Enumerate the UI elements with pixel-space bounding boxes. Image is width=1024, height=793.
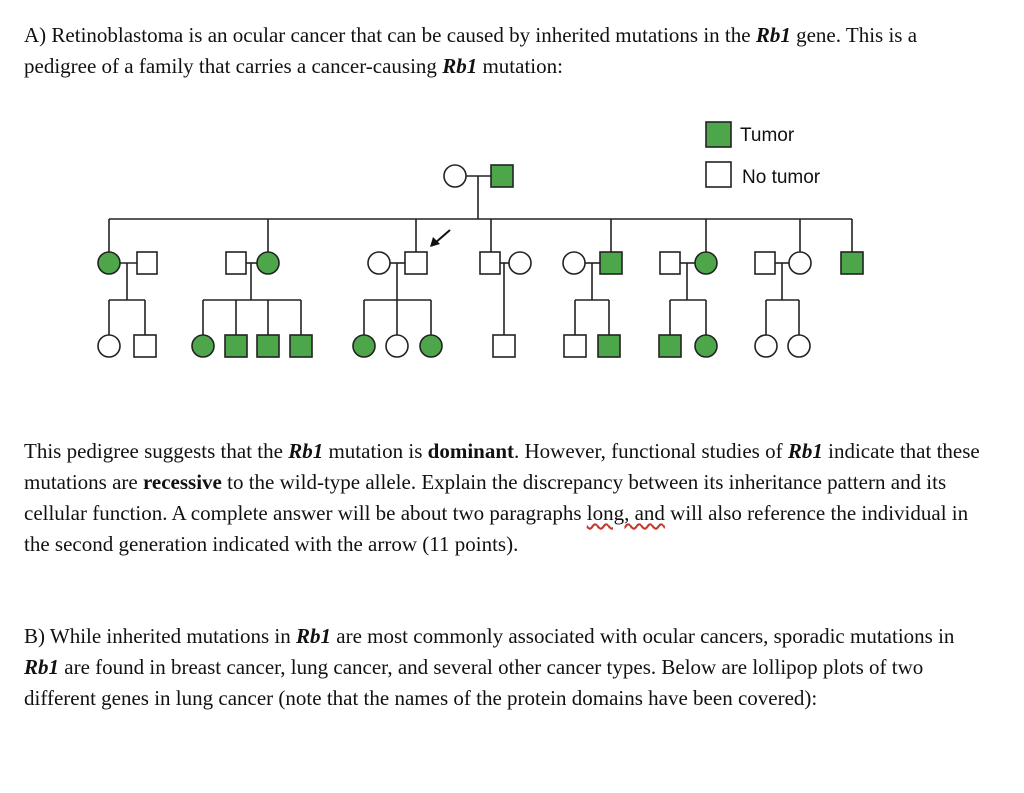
gen3-male-affected [224,334,248,358]
gen2-female-affected [97,251,121,275]
gen2-female-unaffected [367,251,391,275]
gen2-female-affected [256,251,280,275]
gen2-female-affected [694,251,718,275]
gen1-male-affected [490,164,514,188]
gene-name: Rb1 [442,54,478,78]
part-b-intro: B) While inherited mutations in Rb1 are … [24,621,984,714]
legend-tumor-label: Tumor [740,125,795,146]
gen3-female-unaffected [97,334,121,358]
gen2-male-unaffected [225,251,247,275]
legend-no-tumor-swatch [705,161,732,188]
gen1-female-unaffected [443,164,467,188]
gen3-female-affected [694,334,718,358]
text-fragment: mutation is [323,439,428,463]
text-fragment: . However, functional studies of [514,439,788,463]
gene-name: Rb1 [755,23,791,47]
gen3-female-unaffected [787,334,811,358]
pedigree-diagram: Tumor No tumor [97,121,864,358]
gen3-male-unaffected [492,334,516,358]
text-fragment: mutation: [477,54,563,78]
gen2-male-unaffected [136,251,158,275]
question-paragraph: This pedigree suggests that the Rb1 muta… [24,436,984,560]
text-fragment: B) While inherited mutations in [24,624,296,648]
text-fragment: gene. This is a pedigree of a family tha… [24,23,918,78]
text-fragment: A) Retinoblastoma is an ocular cancer th… [24,23,756,47]
gen2-male-unaffected-proband [404,251,428,275]
gen3-male-unaffected [133,334,157,358]
gen3-male-affected [256,334,280,358]
legend-no-tumor-label: No tumor [742,167,821,188]
gen3-male-affected [289,334,313,358]
proband-arrow-icon [430,229,451,247]
text-fragment: are found in breast cancer, lung cancer,… [24,655,924,710]
gen2-male-unaffected [479,251,501,275]
gene-name: Rb1 [24,655,60,679]
gen2-female-unaffected [562,251,586,275]
gen3-female-affected [419,334,443,358]
gene-name: Rb1 [288,439,324,463]
text-fragment: are most commonly associated with ocular… [331,624,955,648]
gen2-male-unaffected [754,251,776,275]
gen2-female-unaffected [508,251,532,275]
spellcheck-underlined-text: long, and [586,501,665,525]
gen3-female-affected [191,334,215,358]
part-a-intro: A) Retinoblastoma is an ocular cancer th… [24,20,984,82]
text-fragment: to the wild-type allele. Explain the dis… [24,470,947,525]
text-fragment: This pedigree suggests that the [24,439,289,463]
gen2-male-affected [599,251,623,275]
gene-name: Rb1 [296,624,332,648]
gen3-female-affected [352,334,376,358]
legend: Tumor No tumor [705,121,821,188]
emphasis-dominant: dominant [427,439,514,463]
gen3-female-unaffected [385,334,409,358]
text-fragment: will also reference the individual in th… [24,501,969,556]
gen3-female-unaffected [754,334,778,358]
gene-name: Rb1 [787,439,823,463]
pedigree-lines [108,175,853,336]
pedigree-symbols [97,164,864,358]
gen3-male-affected [597,334,621,358]
gen2-female-unaffected [788,251,812,275]
emphasis-recessive: recessive [142,470,222,494]
gen3-male-unaffected [563,334,587,358]
text-fragment: indicate that these mutations are [24,439,980,494]
legend-tumor-swatch [705,121,732,148]
gen3-male-affected [658,334,682,358]
gen2-male-affected [840,251,864,275]
gen2-male-unaffected [659,251,681,275]
